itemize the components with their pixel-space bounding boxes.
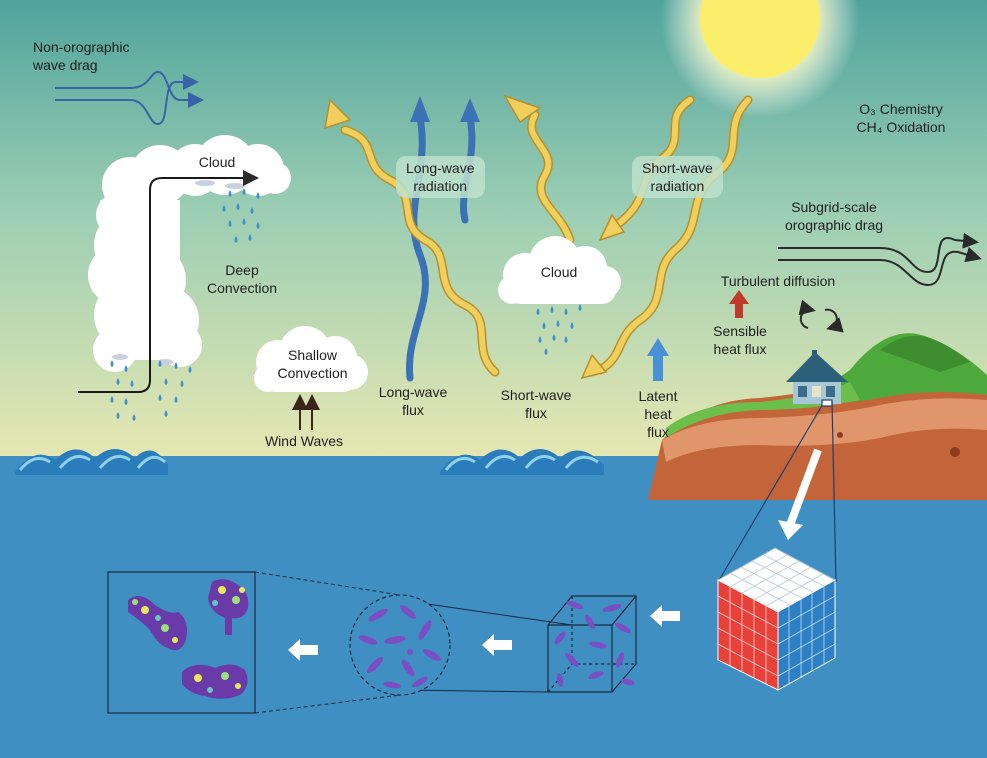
ch4-oxidation-line: CH₄ Oxidation [856,119,946,135]
short-wave-radiation-line-1: Short-wave [642,160,713,176]
particle-circle [349,594,451,696]
latent-line-2: heat [644,406,672,422]
cloud-left-label: Cloud [198,154,236,170]
sensible-line-2: heat flux [713,341,767,357]
chemistry-label: O₃ Chemistry CH₄ Oxidation [846,100,956,136]
right-cloud-rain [536,304,582,355]
subgrid-drag-arrows [778,232,982,287]
sensible-line-1: Sensible [713,323,767,339]
sensible-heat-arrow [729,290,749,318]
shallow-convection-line-1: Shallow [287,347,338,363]
molecule-1 [128,596,187,651]
short-wave-flux-label: Short-wave flux [492,386,580,422]
non-orographic-label: Non-orographic wave drag [33,38,130,74]
short-wave-radiation-line-2: radiation [650,178,705,194]
right-cloud [498,236,621,304]
cube-particles [554,600,635,687]
non-orographic-drag-arrows [55,70,204,126]
shallow-convection-line-2: Convection [277,365,348,381]
shallow-convection-cloud [254,326,368,392]
latent-heat-arrow [647,338,669,381]
subgrid-line-1: Subgrid-scale [791,199,877,215]
wind-waves-label: Wind Waves [264,433,344,449]
latent-heat-flux-label: Latent heat flux [630,387,686,441]
deep-convection-label: Deep Convection [202,261,282,297]
ocean-waves-middle [440,449,604,475]
rain-drops [110,188,260,421]
zoom-lines-box [254,571,401,714]
short-wave-flux-line-1: Short-wave [500,387,572,403]
non-orographic-line-2: wave drag [33,57,98,73]
house [786,350,848,404]
latent-line-3: flux [647,424,669,440]
subgrid-drag-label: Subgrid-scale orographic drag [776,198,892,234]
grid-cube [716,547,837,691]
sensible-heat-flux-label: Sensible heat flux [700,322,780,358]
short-wave-arrows [340,95,753,377]
cloud-shadow-marks [112,180,245,365]
long-wave-flux-label: Long-wave flux [373,383,453,419]
short-wave-flux-line-2: flux [525,405,547,421]
down-big-arrow [778,448,822,540]
ocean-waves-left [15,449,168,475]
molecule-2 [208,579,249,635]
long-wave-flux-line-2: flux [402,402,424,418]
convection-flow-arrow [78,170,259,393]
short-wave-radiation-label: Short-wave radiation [632,156,723,198]
deep-convection-cloud [88,135,291,372]
long-wave-radiation-line-1: Long-wave [406,160,475,176]
long-wave-flux-line-1: Long-wave [378,384,448,400]
turbulent-diffusion-label: Turbulent diffusion [720,273,836,289]
turbulent-diffusion-swirls [798,299,844,333]
sun [660,0,860,118]
cloud-right-label: Cloud [540,264,578,280]
shallow-convection-label: Shallow Convection [270,346,355,382]
grid-projection-lines [717,399,837,583]
long-wave-radiation-label: Long-wave radiation [396,156,485,198]
deep-convection-line-1: Deep [225,262,259,278]
deep-convection-line-2: Convection [206,280,278,296]
long-wave-radiation-line-2: radiation [413,178,468,194]
molecule-3 [182,664,248,699]
stage-arrows [288,605,680,661]
long-wave-arrowheads [410,96,480,122]
o3-chemistry-line: O₃ Chemistry [859,101,943,117]
subgrid-line-2: orographic drag [784,217,884,233]
latent-line-1: Latent [638,388,678,404]
short-wave-arrowheads [324,94,626,380]
molecule-box [107,571,256,714]
non-orographic-line-1: Non-orographic [33,39,130,55]
wind-wave-arrows [292,394,320,430]
